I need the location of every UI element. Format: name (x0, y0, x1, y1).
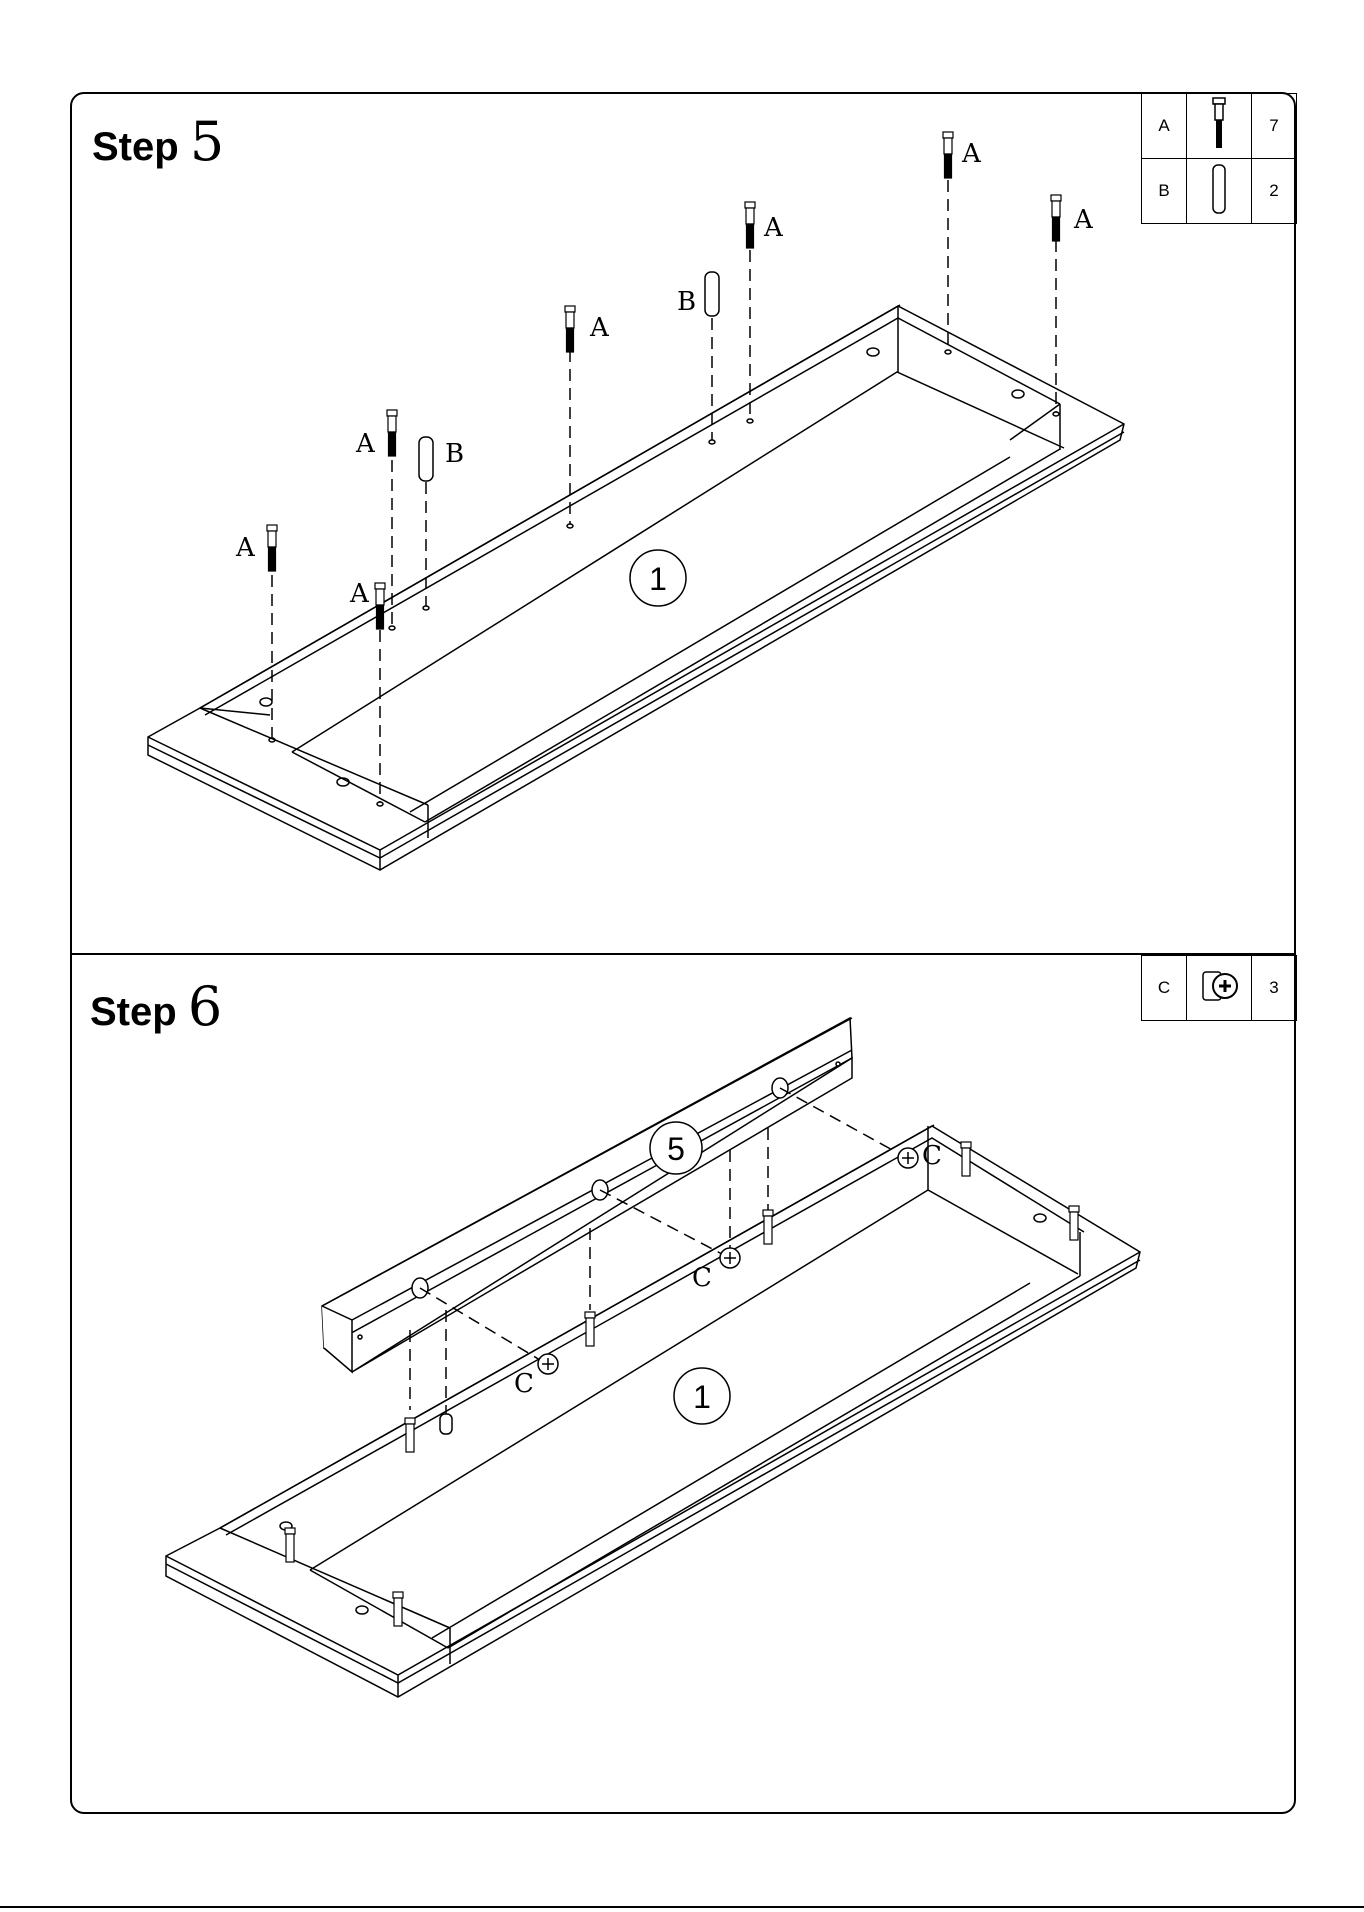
step6-illustration: C C C 5 1 (0, 0, 1364, 1812)
wood-dowel-icon (440, 1414, 452, 1434)
page-bottom-rule (0, 1906, 1364, 1908)
rail-number: 5 (667, 1131, 685, 1167)
panel-number: 1 (693, 1379, 711, 1415)
part-label-c: C (692, 1263, 712, 1293)
step6-base-panel (166, 1125, 1140, 1697)
part-label-c: C (922, 1141, 942, 1171)
part-label-c: C (514, 1369, 534, 1399)
